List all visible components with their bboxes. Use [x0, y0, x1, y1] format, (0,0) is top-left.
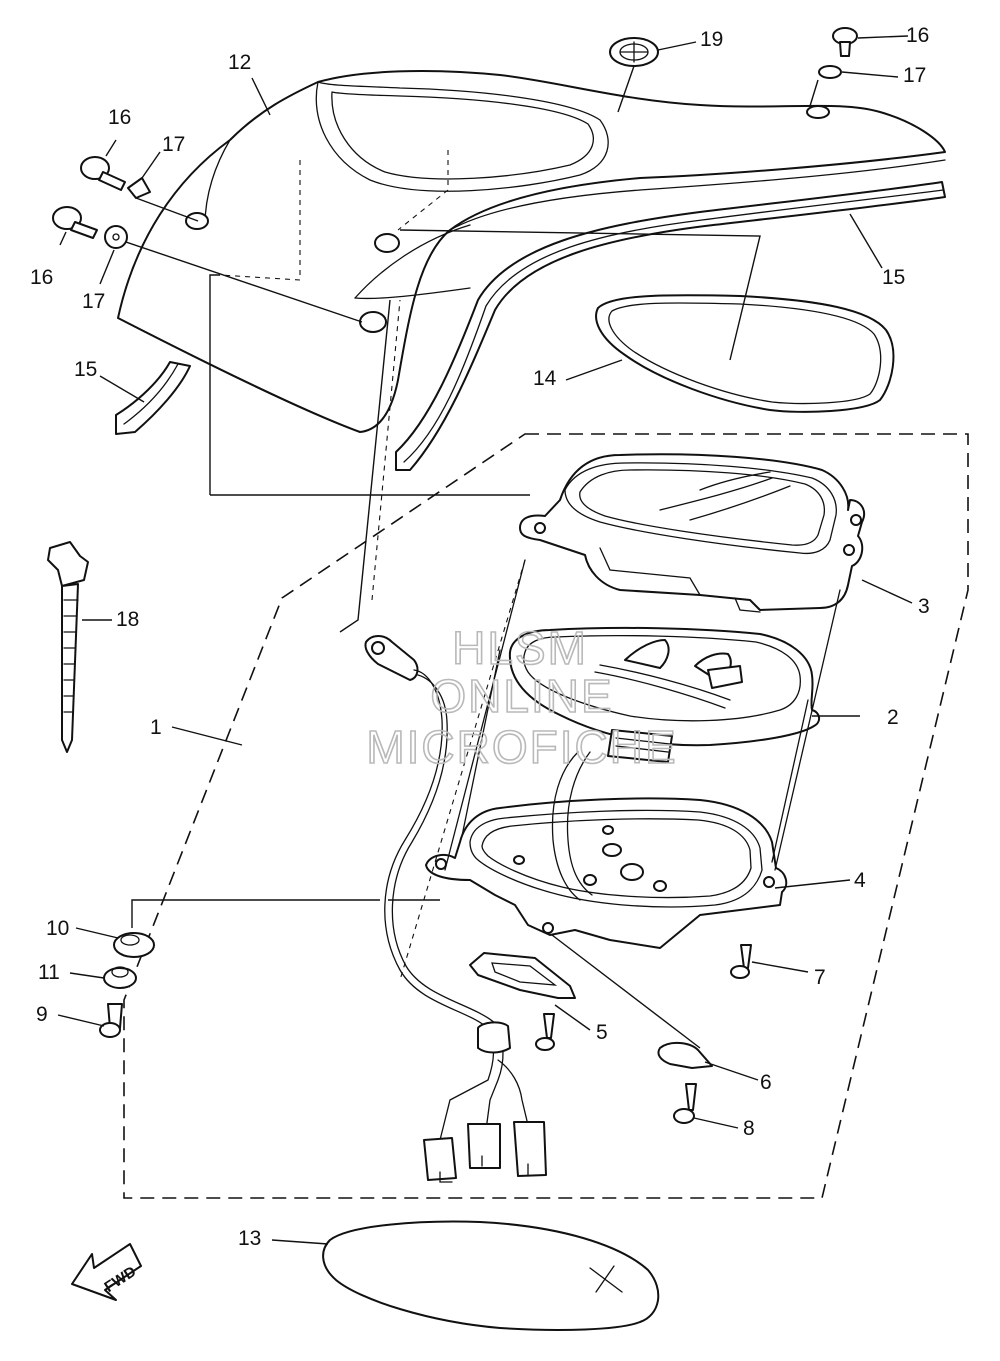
callout-17-left-bottom: 17 [82, 290, 105, 313]
callout-18: 18 [116, 608, 139, 631]
watermark-line-3: MICROFICHE [366, 721, 677, 773]
meter-unit-part-2 [508, 626, 820, 763]
lower-case-part-4 [425, 751, 788, 949]
screw-part-8 [673, 1083, 697, 1124]
callout-6: 6 [760, 1071, 772, 1094]
callout-14: 14 [533, 367, 557, 390]
callout-7: 7 [814, 966, 826, 989]
watermark-line-1: HLSM [452, 622, 588, 674]
seal-part-14 [595, 294, 895, 413]
screw-part-7 [730, 944, 752, 979]
callout-16-left-bottom: 16 [30, 266, 53, 289]
callout-15-left: 15 [74, 358, 97, 381]
callout-5: 5 [596, 1021, 608, 1044]
watermark: HLSM ONLINE MICROFICHE [366, 621, 677, 774]
assembly-boundary [123, 433, 969, 1199]
callout-12: 12 [228, 51, 251, 74]
callout-11: 11 [38, 961, 60, 984]
fwd-direction-arrow: FWD [71, 1243, 142, 1301]
callout-8: 8 [743, 1117, 755, 1140]
cable-tie-part-18 [47, 541, 89, 753]
grommet-part-10 [113, 932, 155, 958]
clip-part-6 [657, 1042, 713, 1069]
gasket-part-5 [469, 952, 576, 999]
callout-3: 3 [918, 595, 930, 618]
wire-harness [364, 635, 547, 1183]
bolt-part-9 [99, 1003, 123, 1038]
watermark-line-2: ONLINE [430, 670, 613, 722]
reference-lines [131, 150, 841, 1049]
trim-strip-part-15 [115, 181, 946, 471]
callout-labels: 1 2 3 4 5 6 7 8 9 10 11 12 13 14 15 15 1… [30, 24, 930, 1250]
callout-10: 10 [46, 917, 69, 940]
washer-part-17-left-bottom [104, 225, 128, 249]
screw-part-16-left-bottom [52, 206, 98, 239]
collar-part-11 [103, 966, 137, 989]
visor-part-13 [322, 1220, 660, 1331]
screw-part-16-left-top [80, 156, 126, 191]
callout-17-right: 17 [903, 64, 926, 87]
callout-17-left-top: 17 [162, 133, 185, 156]
callout-16-right: 16 [906, 24, 929, 47]
screw-part-16-right [832, 27, 858, 57]
callout-15-right: 15 [882, 266, 905, 289]
callout-13: 13 [238, 1227, 261, 1250]
meter-cover-part-12 [117, 69, 946, 433]
washer-part-17-right [818, 65, 842, 79]
screw-part-5 [535, 1013, 555, 1051]
callout-2: 2 [887, 706, 899, 729]
leader-lines [57, 35, 913, 1245]
callout-4: 4 [854, 869, 866, 892]
washer-part-17-left-top [127, 177, 151, 199]
callout-9: 9 [36, 1003, 48, 1026]
callout-1: 1 [150, 716, 162, 739]
meter-case-part-3 [519, 453, 866, 613]
cap-part-19 [609, 37, 659, 67]
callout-19: 19 [700, 28, 723, 51]
callout-16-left-top: 16 [108, 106, 131, 129]
